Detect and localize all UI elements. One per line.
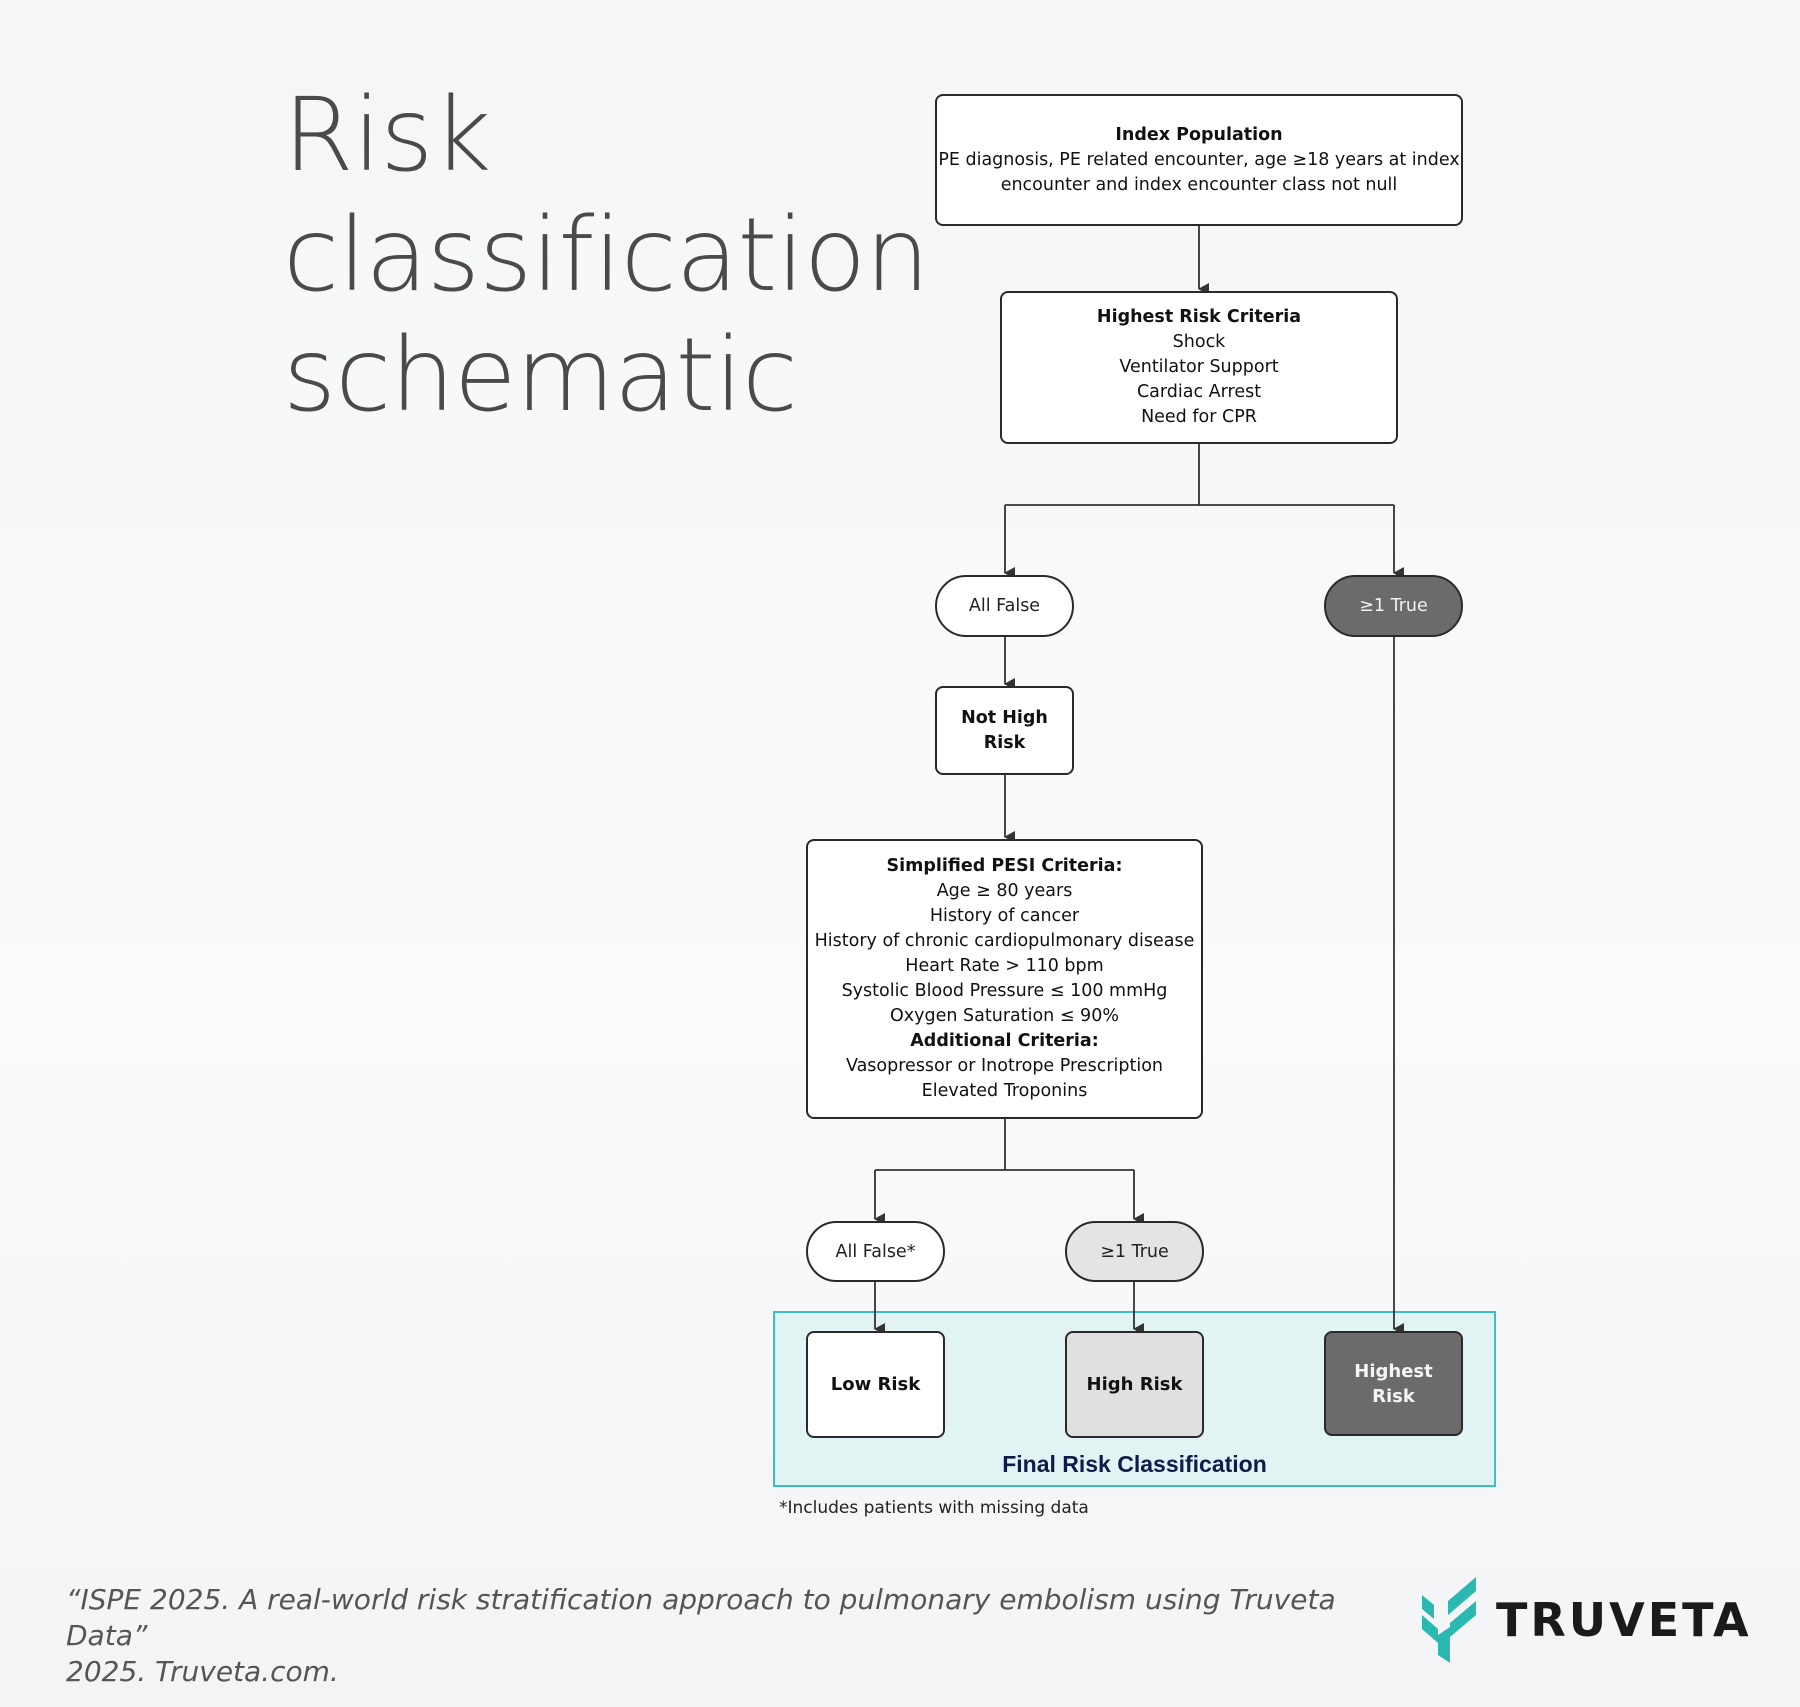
footnote: *Includes patients with missing data: [779, 1498, 1089, 1518]
one-true-label: ≥1 True: [1359, 596, 1428, 616]
pesi-heading: Simplified PESI Criteria:: [886, 856, 1123, 876]
title-line-2: classification: [283, 196, 930, 315]
low-risk-box: Low Risk: [806, 1331, 945, 1438]
highest-risk-line-1: Highest: [1354, 1360, 1433, 1382]
pesi-item: History of chronic cardiopulmonary disea…: [814, 931, 1195, 951]
citation: “ISPE 2025. A real-world risk stratifica…: [66, 1582, 1366, 1690]
pesi-criteria-box: Simplified PESI Criteria: Age ≥ 80 years…: [806, 839, 1203, 1119]
high-risk-label: High Risk: [1086, 1374, 1183, 1395]
all-false-star-node: All False*: [806, 1221, 945, 1282]
pesi-item: Systolic Blood Pressure ≤ 100 mmHg: [841, 981, 1168, 1001]
index-population-line-1: PE diagnosis, PE related encounter, age …: [938, 149, 1460, 170]
title-line-1: Risk: [283, 76, 491, 195]
title-line-3: schematic: [283, 316, 798, 435]
not-high-risk-box: Not High Risk: [935, 686, 1074, 775]
not-high-risk-line-2: Risk: [983, 732, 1026, 753]
index-population-line-2: encounter and index encounter class not …: [1000, 174, 1398, 195]
one-true-label-2: ≥1 True: [1100, 1241, 1169, 1262]
highest-risk-box: Highest Risk: [1324, 1331, 1463, 1436]
highest-risk-item: Cardiac Arrest: [1136, 382, 1262, 402]
one-true-node: ≥1 True: [1324, 575, 1463, 637]
pesi-item: Heart Rate > 110 bpm: [905, 956, 1104, 976]
pesi-item: Oxygen Saturation ≤ 90%: [890, 1006, 1119, 1026]
high-risk-box: High Risk: [1065, 1331, 1204, 1438]
all-false-label: All False: [968, 596, 1041, 616]
highest-risk-item: Ventilator Support: [1119, 357, 1279, 377]
pesi-item: History of cancer: [929, 906, 1080, 926]
citation-line-2: 2025. Truveta.com.: [66, 1655, 339, 1688]
branch-pesi-split: [875, 1118, 1134, 1171]
highest-risk-line-2: Risk: [1372, 1385, 1415, 1407]
truveta-logo: TRUVETA: [1420, 1574, 1752, 1666]
additional-criteria-item: Vasopressor or Inotrope Prescription: [845, 1056, 1164, 1076]
one-true-node-2: ≥1 True: [1065, 1221, 1204, 1282]
additional-criteria-heading: Additional Criteria:: [910, 1031, 1099, 1051]
not-high-risk-line-1: Not High: [961, 707, 1048, 728]
index-population-heading: Index Population: [1115, 124, 1283, 145]
pesi-item: Age ≥ 80 years: [936, 881, 1073, 901]
highest-risk-item: Shock: [1172, 332, 1226, 352]
additional-criteria-item: Elevated Troponins: [921, 1081, 1088, 1101]
truveta-wordmark: TRUVETA: [1496, 1593, 1752, 1647]
highest-risk-criteria-box: Highest Risk Criteria Shock Ventilator S…: [1000, 291, 1398, 444]
citation-line-1: “ISPE 2025. A real-world risk stratifica…: [66, 1583, 1336, 1652]
final-risk-classification-label: Final Risk Classification: [1002, 1451, 1267, 1477]
index-population-box: Index Population PE diagnosis, PE relate…: [935, 94, 1463, 226]
highest-risk-criteria-heading: Highest Risk Criteria: [1096, 307, 1302, 327]
branch-highest-split: [1005, 443, 1394, 506]
low-risk-label: Low Risk: [830, 1374, 921, 1395]
truveta-mark-icon: [1422, 1577, 1476, 1663]
highest-risk-item: Need for CPR: [1141, 407, 1257, 427]
page-title: Risk classification schematic: [283, 76, 930, 436]
all-false-star-label: All False*: [835, 1241, 916, 1262]
all-false-node: All False: [935, 575, 1074, 637]
